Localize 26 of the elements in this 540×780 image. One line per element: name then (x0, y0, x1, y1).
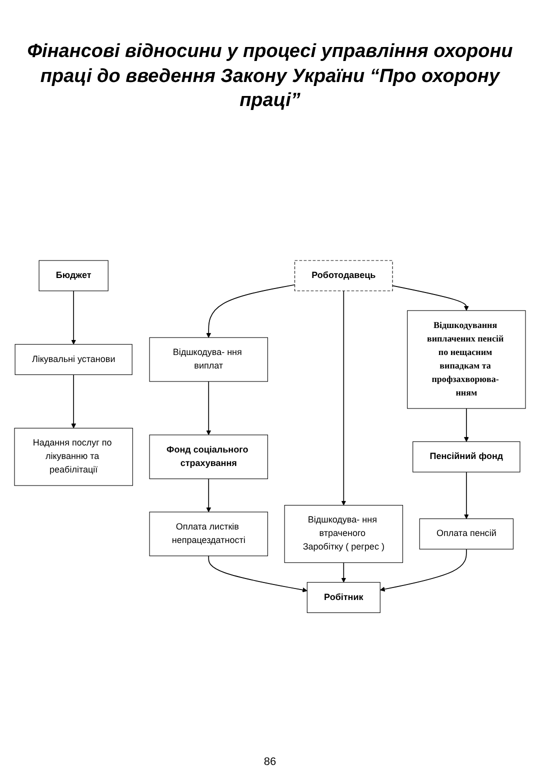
arrow (464, 408, 469, 442)
node-box: Роботодавець (294, 260, 393, 292)
node-box: Фонд соціального страхування (149, 435, 268, 480)
node-box: Відшкодува- ння виплат (149, 338, 268, 382)
arrow (341, 562, 346, 583)
arrow (341, 290, 346, 506)
arrow (206, 381, 212, 436)
arrow (208, 556, 308, 593)
node-box: Оплата пенсій (419, 518, 514, 550)
arrow (380, 549, 467, 592)
page-number: 86 (264, 756, 276, 768)
diagram-title: Фінансові відносини у процесі управління охорони праці до введення Закону України “Про охорону праці” (26, 40, 514, 114)
node-box: Надання послуг по лікуванню та реабілітації (14, 428, 133, 486)
arrow (206, 284, 296, 338)
arrow (392, 286, 469, 312)
node-box: Відшкодува- ння втраченого Заробітку ( регрес ) (284, 505, 404, 564)
arrow (206, 478, 212, 513)
node-box: Пенсійний фонд (412, 442, 520, 473)
arrow (464, 472, 469, 520)
arrow (71, 290, 76, 345)
node-box: Оплата листків непрацездатності (149, 512, 268, 557)
node-box: Бюджет (38, 260, 108, 292)
node-box: Робітник (306, 582, 380, 614)
arrow (71, 374, 76, 429)
node-box: Відшкодування виплачених пенсій по нещасним випадкам та профзахворюва- нням (407, 310, 526, 410)
node-box: Лікувальні установи (14, 344, 132, 376)
